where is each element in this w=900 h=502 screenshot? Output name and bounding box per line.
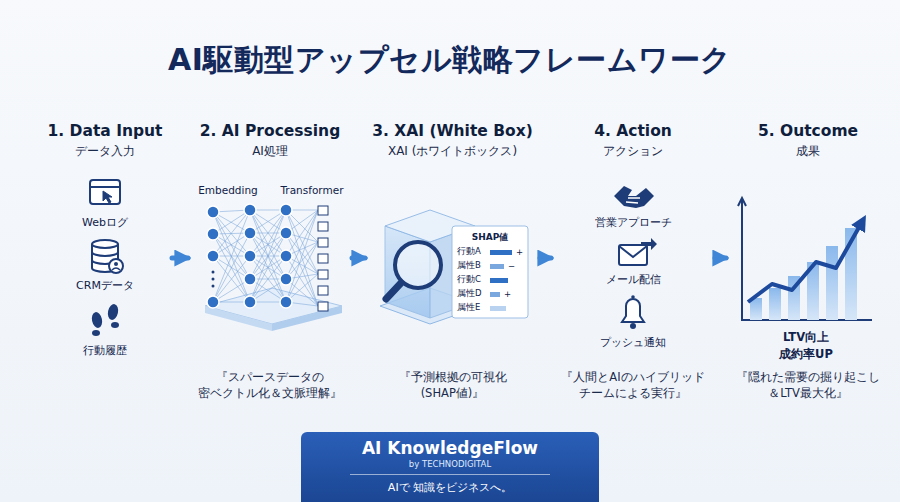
footprints-icon: [90, 303, 119, 336]
stage-heading: 4. Action: [554, 122, 712, 140]
shap-panel: [452, 226, 528, 318]
stage-note: 『予測根拠の可視化 (SHAP値)』: [368, 369, 537, 402]
stage-column: 4. Action アクション『人間とAIのハイブリッド チームによる実行』: [554, 122, 712, 402]
flow-arrow: [540, 256, 551, 261]
layer-label: Transformer: [280, 184, 343, 196]
stage-heading: 1. Data Input: [41, 122, 169, 140]
shap-sign: +: [504, 289, 511, 299]
input-label: Webログ: [82, 215, 128, 230]
stage-subheading: データ入力: [41, 143, 169, 160]
stage-note: 『人間とAIのハイブリッド チームによる実行』: [554, 369, 712, 402]
brand-name: AI KnowledgeFlow: [301, 438, 599, 458]
input-label: 行動履歴: [83, 343, 127, 358]
browser-icon: [90, 180, 120, 204]
brand-box: AI KnowledgeFlowby TECHNODIGITAL AIで 知識をビ…: [301, 432, 599, 502]
stage-note: 『隠れた需要の掘り起こし ＆LTV最大化』: [729, 369, 887, 402]
shap-sign: −: [508, 261, 515, 271]
feature-label: 属性B: [457, 260, 481, 272]
panel-title: SHAP値: [472, 231, 509, 244]
feature-label: 行動C: [457, 274, 481, 286]
brand-tagline: AIで 知識をビジネスへ。: [350, 474, 550, 495]
stage-note: 『スパースデータの 密ベクトル化＆文脈理解』: [191, 369, 349, 402]
flow-arrow: [352, 256, 365, 261]
action-label: メール配信: [606, 272, 661, 287]
stage-column: 1. Data Input データ入力: [41, 122, 169, 402]
magnifier: [386, 242, 441, 299]
bell-icon: [622, 295, 644, 329]
handshake-icon: [614, 186, 654, 208]
outcome-label: 成約率UP: [779, 347, 833, 362]
stage-subheading: アクション: [554, 143, 712, 160]
growth-chart: [738, 198, 872, 320]
feature-label: 属性E: [457, 302, 480, 314]
stage-subheading: AI処理: [191, 143, 349, 160]
brand-company: by TECHNODIGITAL: [301, 459, 599, 469]
envelope-icon: [619, 238, 657, 265]
neural-network: [207, 204, 328, 311]
stage-heading: 3. XAI (White Box): [368, 122, 537, 140]
database-icon: [92, 240, 123, 273]
stage-column: 2. AI ProcessingAI処理『スパースデータの 密ベクトル化＆文脈理…: [191, 122, 349, 402]
stage-heading: 5. Outcome: [729, 122, 887, 140]
flow-arrow: [715, 256, 726, 261]
flow-arrow: [172, 256, 188, 261]
input-label: CRMデータ: [76, 278, 134, 293]
layer-label: Embedding: [198, 184, 258, 196]
stage-heading: 2. AI Processing: [191, 122, 349, 140]
action-label: 営業アプローチ: [595, 215, 672, 230]
feature-label: 行動A: [457, 246, 481, 258]
stage-subheading: XAI (ホワイトボックス): [368, 143, 537, 160]
shap-sign: +: [516, 247, 523, 257]
feature-label: 属性D: [457, 288, 482, 300]
stage-subheading: 成果: [729, 143, 887, 160]
action-label: プッシュ通知: [600, 335, 666, 350]
title: AI駆動型アップセル戦略フレームワーク: [0, 40, 900, 81]
outcome-label: LTV向上: [783, 330, 829, 345]
